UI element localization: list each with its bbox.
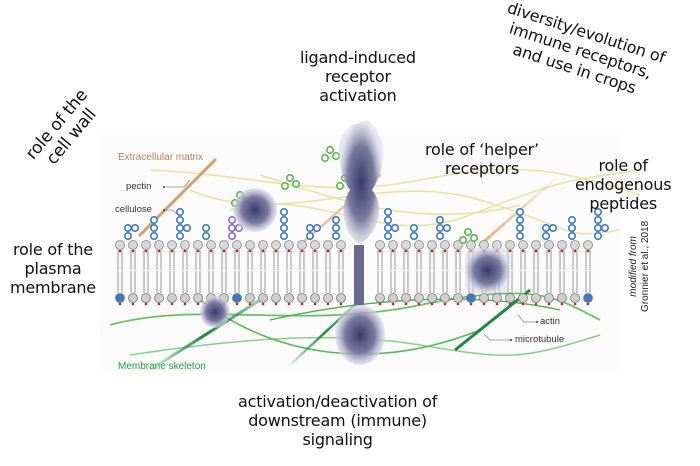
lipid — [440, 240, 450, 306]
lipid — [557, 240, 567, 306]
glycan-chain — [409, 224, 418, 241]
lipid — [583, 240, 593, 306]
lipid — [180, 240, 190, 306]
lipid — [128, 240, 138, 306]
lipid — [518, 240, 528, 306]
annotation-pectin: pectin — [126, 181, 152, 192]
lipid — [193, 240, 203, 306]
glycan-chain — [515, 208, 524, 241]
protein-cell-wall-enzyme — [233, 188, 277, 232]
lipid — [284, 240, 294, 306]
protein-receptor-kinase — [335, 305, 385, 365]
lipid — [401, 240, 411, 306]
lipid — [232, 240, 242, 306]
glycan-chain — [202, 224, 211, 241]
lipid — [323, 240, 333, 306]
glycan-chain — [176, 208, 192, 241]
protein-receptor-transmembrane — [354, 245, 364, 305]
annotation-cellulose: cellulose — [115, 204, 152, 215]
glycan-chain — [331, 216, 340, 241]
lipid — [141, 240, 151, 306]
glycan-chain — [150, 216, 159, 241]
ligand-glycan — [458, 228, 478, 245]
ligand-glycan — [320, 146, 340, 163]
glycan-chain — [567, 216, 576, 241]
lipid — [570, 240, 580, 306]
credit-line-2: Gronnier et al., 2018 — [640, 220, 651, 312]
glycan-chain — [435, 216, 451, 241]
protein-transmembrane-channel — [465, 248, 510, 293]
lipid — [167, 240, 177, 306]
glycan-chain — [228, 216, 244, 241]
lipid — [531, 240, 541, 306]
lipid — [297, 240, 307, 306]
lipid — [271, 240, 281, 306]
lipid — [414, 240, 424, 306]
lipid — [245, 240, 255, 306]
lipid — [453, 240, 463, 306]
lipid — [115, 240, 125, 306]
label-helper-receptors: role of ‘helper’ receptors — [425, 140, 539, 178]
label-downstream-signaling: activation/deactivation of downstream (i… — [238, 392, 438, 449]
leader-dots — [163, 186, 538, 341]
glycan-chain — [305, 224, 321, 241]
lipid — [310, 240, 320, 306]
lipid — [219, 240, 229, 306]
lipid — [258, 240, 268, 306]
glycan-chains — [124, 146, 609, 245]
credit-line-1: modified from — [628, 236, 639, 297]
protein-membrane-anchored — [200, 296, 230, 328]
glycan-chain — [383, 208, 399, 241]
ligand-glycan — [280, 174, 300, 191]
glycan-chain — [279, 208, 288, 241]
label-endogenous-peptides: role of endogenous peptides — [575, 156, 672, 213]
lipid — [544, 240, 554, 306]
annotation-actin: actin — [540, 316, 561, 327]
label-receptor-activation: ligand-induced receptor activation — [300, 48, 416, 105]
lipid — [388, 240, 398, 306]
lipid — [336, 240, 346, 306]
leader-lines — [166, 179, 536, 341]
lipid — [154, 240, 164, 306]
annotation-membrane-skeleton: Membrane skeleton — [118, 361, 206, 372]
label-plasma-membrane: role of the plasma membrane — [10, 240, 96, 297]
lipid — [427, 240, 437, 306]
glycan-chain — [124, 224, 140, 241]
annotation-extracellular-matrix: Extracellular matrix — [118, 152, 204, 163]
annotation-microtubule: microtubule — [515, 334, 565, 345]
protein-receptor-ectodomain — [338, 120, 384, 245]
glycan-chain — [593, 208, 609, 241]
lipid — [375, 240, 385, 306]
credit-text: modified from Gronnier et al., 2018 — [628, 221, 652, 312]
glycan-chain — [541, 224, 557, 241]
